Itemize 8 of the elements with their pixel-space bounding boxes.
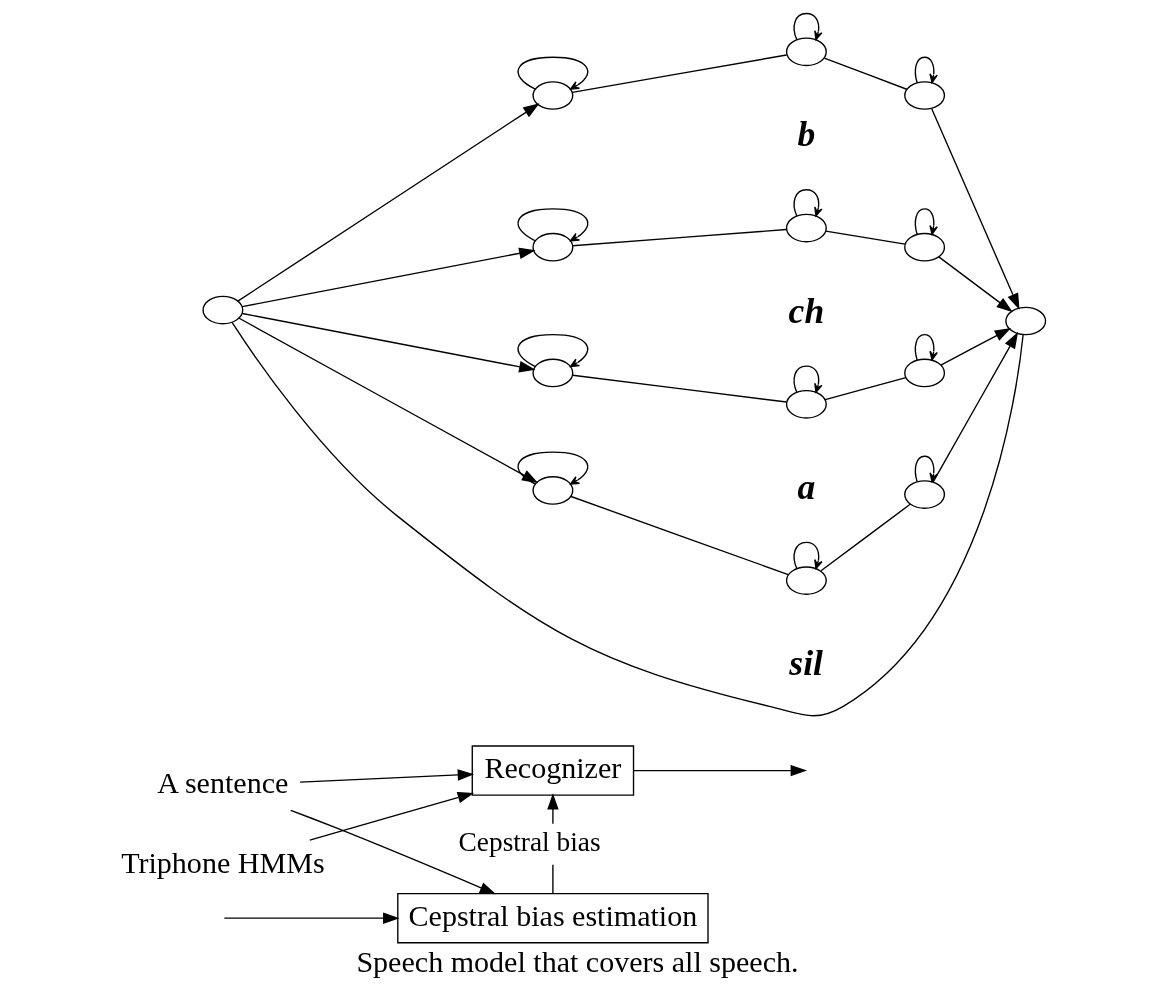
label: ch: [788, 290, 825, 331]
caption: Speech model that covers all speech.: [356, 945, 799, 980]
label: sil: [789, 643, 823, 684]
edge-label: Cepstral bias: [458, 827, 601, 858]
label: b: [797, 114, 816, 155]
node-text: A sentence: [157, 766, 289, 801]
node-text: Triphone HMMs: [121, 845, 325, 880]
label: a: [797, 467, 816, 508]
